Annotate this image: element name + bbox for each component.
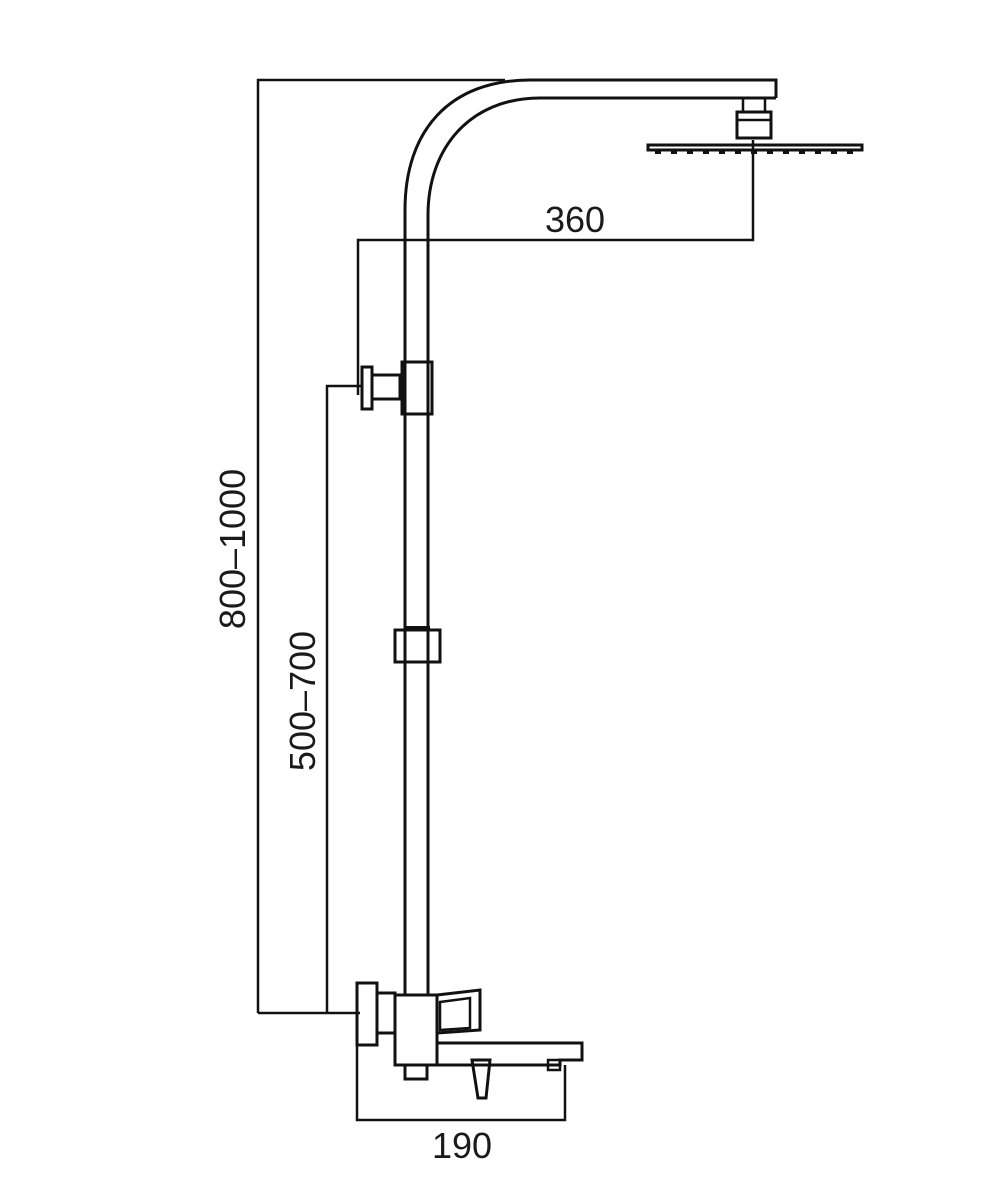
bracket-height-dimension-line [325, 384, 362, 1013]
bath-spout [437, 1041, 584, 1067]
mixer-valve-body [393, 993, 439, 1067]
upper-wall-bracket [360, 360, 434, 416]
spout-outlet [546, 1058, 562, 1072]
diverter-handle-inner [438, 996, 472, 1032]
sliding-holder-clamp [393, 628, 442, 664]
riser-inner-contour [426, 96, 776, 995]
riser-outer-contour [403, 78, 778, 995]
rain-shower-head [646, 96, 864, 154]
arm-reach-dimension-line [356, 140, 755, 395]
mixer-lower-outlet [403, 1063, 429, 1081]
mixer-valve [355, 981, 584, 1100]
dimension-lines [256, 78, 755, 1122]
shower-arm-connector [741, 96, 767, 114]
spout-length-label: 190 [432, 1125, 492, 1166]
arm-reach-label: 360 [545, 199, 605, 240]
upper-bracket-arm [370, 373, 402, 401]
total-height-dimension-line [256, 78, 505, 1013]
spout-length-dimension-line [355, 1013, 567, 1122]
riser-pipe [403, 78, 778, 995]
diverter-handle [435, 988, 482, 1035]
dimension-labels: 360 800–1000 500–700 190 [212, 199, 605, 1166]
shower-head-plate [646, 143, 864, 152]
upper-bracket-clamp [400, 360, 434, 416]
shower-head-nozzles [655, 149, 853, 154]
mixer-lever [470, 1058, 492, 1100]
sliding-holder [393, 626, 442, 664]
bracket-height-label: 500–700 [282, 631, 323, 771]
mixer-wall-connector [375, 991, 397, 1035]
sliding-holder-screw [405, 626, 430, 631]
shower-head-nut [735, 110, 773, 140]
total-height-label: 800–1000 [212, 469, 253, 629]
